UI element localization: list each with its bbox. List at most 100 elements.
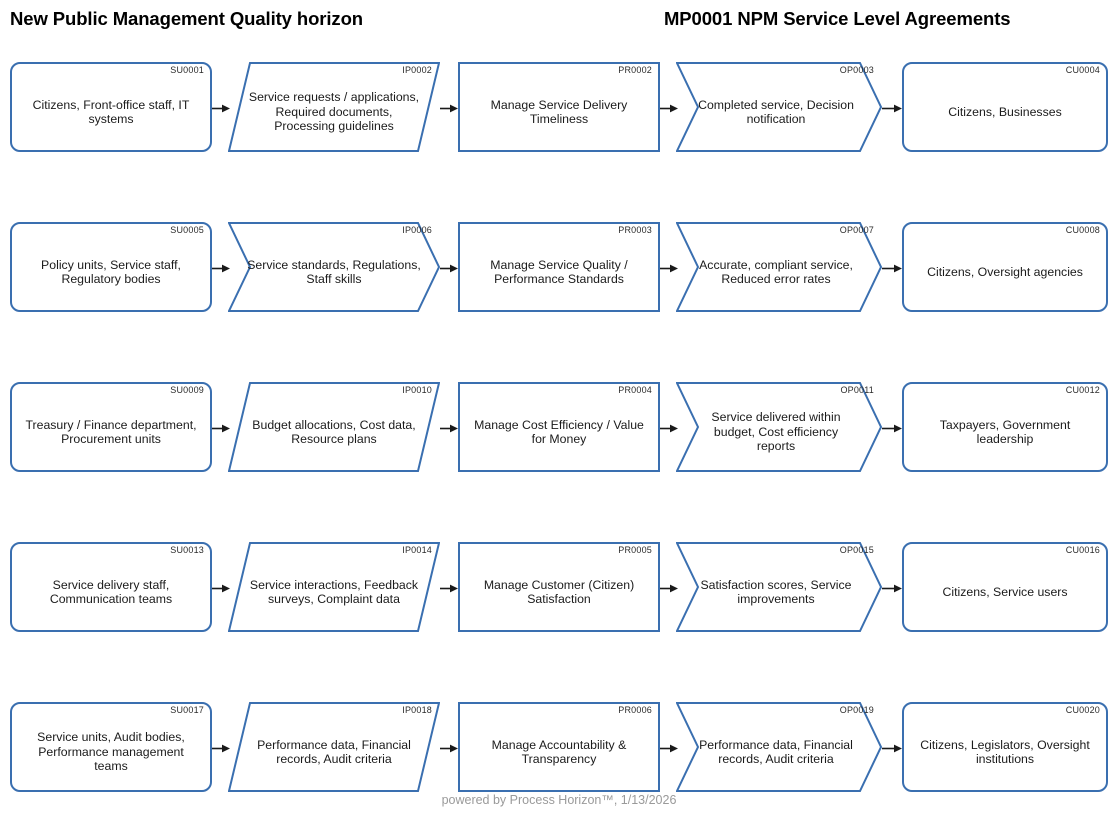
customer-code: CU0016 <box>1065 545 1100 555</box>
customer-shape <box>902 62 1108 152</box>
input-label-wrap: Performance data, Financial records, Aud… <box>228 702 440 792</box>
supplier-code: SU0001 <box>170 65 204 75</box>
process-shape <box>458 382 660 472</box>
customer-label-wrap: Citizens, Businesses <box>902 62 1108 152</box>
footer-credit: powered by Process Horizon™, 1/13/2026 <box>441 793 677 807</box>
customer-label: Citizens, Oversight agencies <box>927 264 1083 279</box>
process-code: PR0003 <box>618 225 652 235</box>
connector-arrow <box>212 104 230 113</box>
customer-code: CU0012 <box>1065 385 1100 395</box>
supplier-label-wrap: Policy units, Service staff, Regulatory … <box>10 222 212 312</box>
process-shape <box>458 222 660 312</box>
process-shape <box>458 702 660 792</box>
connector-arrow <box>882 104 902 113</box>
process-code: PR0006 <box>618 705 652 715</box>
process-shape <box>458 62 660 152</box>
customer-code: CU0008 <box>1065 225 1100 235</box>
connector-arrow <box>660 264 678 273</box>
output-code: OP0019 <box>839 705 874 715</box>
output-code: OP0007 <box>839 225 874 235</box>
connector-arrow <box>660 744 678 753</box>
process-label: Manage Service Quality / Performance Sta… <box>490 257 628 287</box>
process-code: PR0004 <box>618 385 652 395</box>
customer-shape <box>902 222 1108 312</box>
output-label-wrap: Accurate, compliant service, Reduced err… <box>676 222 882 312</box>
output-shape <box>676 222 882 312</box>
process-label-wrap: Manage Cost Efficiency / Value for Money <box>458 382 660 472</box>
output-code: OP0015 <box>839 545 874 555</box>
input-label: Service standards, Regulations, Staff sk… <box>247 257 421 287</box>
output-shape <box>676 62 882 152</box>
supplier-label-wrap: Service units, Audit bodies, Performance… <box>10 702 212 792</box>
supplier-shape <box>10 62 212 152</box>
process-shape <box>458 542 660 632</box>
customer-label: Taxpayers, Government leadership <box>939 417 1071 447</box>
process-label-wrap: Manage Service Delivery Timeliness <box>458 62 660 152</box>
connector-arrow <box>440 424 458 433</box>
connector-arrow <box>882 264 902 273</box>
connector-arrow <box>882 424 902 433</box>
connector-arrow <box>212 744 230 753</box>
input-label: Performance data, Financial records, Aud… <box>257 737 411 767</box>
output-code: OP0011 <box>840 385 874 395</box>
process-label: Manage Customer (Citizen) Satisfaction <box>483 577 635 607</box>
supplier-code: SU0017 <box>170 705 204 715</box>
supplier-label: Policy units, Service staff, Regulatory … <box>41 257 181 287</box>
output-label: Service delivered within budget, Cost ef… <box>711 410 841 454</box>
customer-label-wrap: Citizens, Oversight agencies <box>902 222 1108 312</box>
input-shape <box>228 702 440 792</box>
connector-arrow <box>212 584 230 593</box>
supplier-shape <box>10 542 212 632</box>
supplier-label: Citizens, Front-office staff, IT systems <box>32 97 190 127</box>
output-shape <box>676 382 882 472</box>
connector-arrow <box>440 264 458 273</box>
customer-label-wrap: Citizens, Service users <box>902 542 1108 632</box>
supplier-label-wrap: Service delivery staff, Communication te… <box>10 542 212 632</box>
output-label-wrap: Completed service, Decision notification <box>676 62 882 152</box>
customer-label: Citizens, Legislators, Oversight institu… <box>920 737 1090 767</box>
process-label-wrap: Manage Customer (Citizen) Satisfaction <box>458 542 660 632</box>
output-label-wrap: Service delivered within budget, Cost ef… <box>676 382 882 472</box>
supplier-label-wrap: Citizens, Front-office staff, IT systems <box>10 62 212 152</box>
customer-label-wrap: Citizens, Legislators, Oversight institu… <box>902 702 1108 792</box>
input-code: IP0006 <box>402 225 432 235</box>
input-code: IP0010 <box>402 385 432 395</box>
output-label-wrap: Performance data, Financial records, Aud… <box>676 702 882 792</box>
customer-label-wrap: Taxpayers, Government leadership <box>902 382 1108 472</box>
output-code: OP0003 <box>839 65 874 75</box>
input-label-wrap: Service interactions, Feedback surveys, … <box>228 542 440 632</box>
input-label-wrap: Service standards, Regulations, Staff sk… <box>228 222 440 312</box>
supplier-code: SU0009 <box>170 385 204 395</box>
process-label-wrap: Manage Service Quality / Performance Sta… <box>458 222 660 312</box>
output-label: Performance data, Financial records, Aud… <box>699 737 853 767</box>
header-left-title: New Public Management Quality horizon <box>10 8 363 29</box>
